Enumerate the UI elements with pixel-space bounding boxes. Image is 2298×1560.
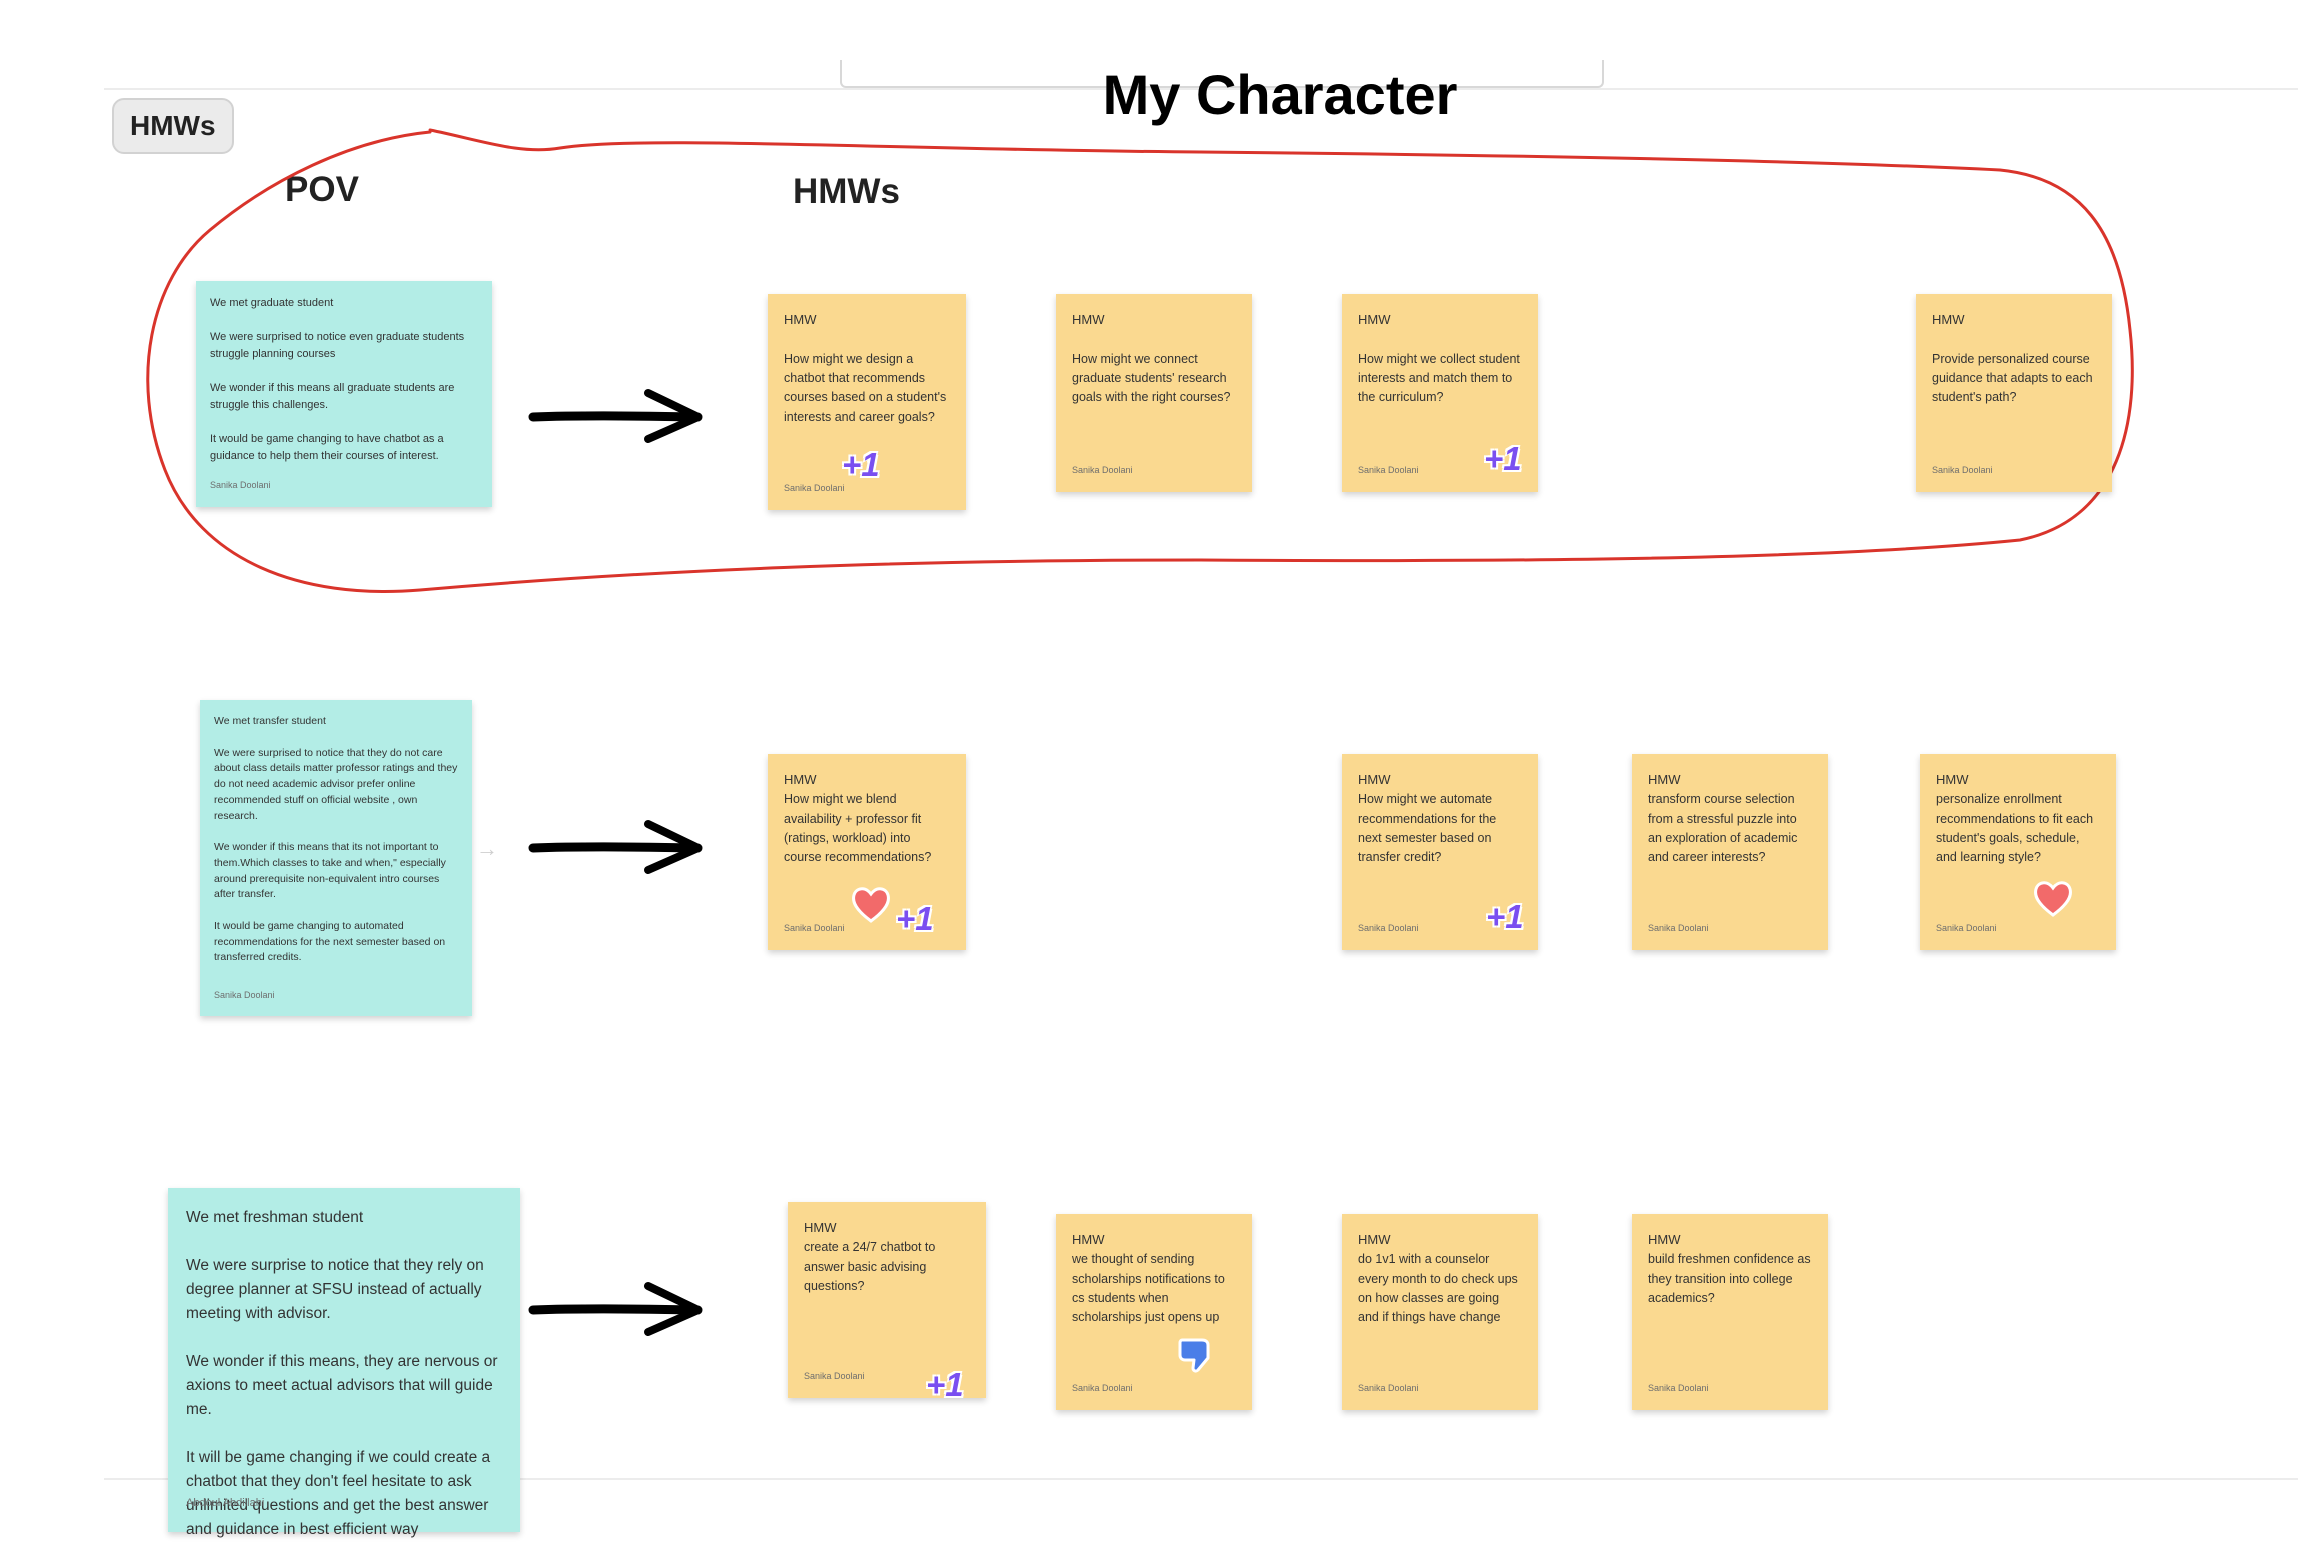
frame-top-border	[104, 88, 2298, 90]
hmw-header: HMW	[784, 772, 817, 787]
sticky-author: Sanika Doolani	[214, 989, 275, 1000]
hmw-text: personalize enrollment recommendations t…	[1936, 792, 2094, 865]
sticky-author: Sanika Doolani	[1358, 923, 1419, 934]
hmw-sticky[interactable]: HMW How might we collect student interes…	[1342, 294, 1538, 492]
arrow-right-icon	[528, 1282, 703, 1336]
sticky-author: Sanika Doolani	[1932, 465, 1993, 476]
hmw-text: How might we connect graduate students' …	[1072, 351, 1231, 405]
plus-one-vote-icon: +1	[1484, 440, 1522, 477]
sticky-author: Sanika Doolani	[1936, 923, 1997, 934]
hmw-sticky[interactable]: HMW How might we design a chatbot that r…	[768, 294, 966, 510]
hmw-header: HMW	[1936, 772, 1969, 787]
pov-text: We met graduate student We were surprise…	[210, 297, 465, 463]
hmw-header: HMW	[1648, 1232, 1681, 1247]
arrow-right-icon	[528, 820, 703, 874]
hmw-sticky[interactable]: HMW we thought of sending scholarships n…	[1056, 1214, 1252, 1410]
hmws-column-label: HMWs	[793, 172, 900, 211]
page-title: My Character	[1102, 63, 1458, 126]
hmw-text: Provide personalized course guidance tha…	[1932, 351, 2093, 405]
hmw-sticky[interactable]: HMW personalize enrollment recommendatio…	[1920, 754, 2116, 950]
hmw-header: HMW	[784, 312, 817, 327]
hmw-header: HMW	[1358, 312, 1391, 327]
sticky-author: Sanika Doolani	[1648, 1383, 1709, 1394]
hmw-text: How might we design a chatbot that recom…	[784, 351, 947, 424]
sticky-author: Sanika Doolani	[784, 483, 845, 494]
hmw-header: HMW	[1358, 772, 1391, 787]
hmw-header: HMW	[804, 1220, 837, 1235]
pov-column-label: POV	[285, 170, 359, 209]
hmw-sticky[interactable]: HMW How might we automate recommendation…	[1342, 754, 1538, 950]
hmw-text: build freshmen confidence as they transi…	[1648, 1252, 1811, 1305]
hmw-sticky[interactable]: HMW create a 24/7 chatbot to answer basi…	[788, 1202, 986, 1398]
hmw-sticky[interactable]: HMW Provide personalized course guidance…	[1916, 294, 2112, 492]
plus-one-vote-icon: +1	[1486, 898, 1524, 935]
hmw-header: HMW	[1072, 312, 1105, 327]
plus-one-vote-icon: +1	[926, 1366, 964, 1403]
sticky-author: Sanika Doolani	[210, 480, 271, 491]
hmw-sticky[interactable]: HMW How might we connect graduate studen…	[1056, 294, 1252, 492]
hmw-header: HMW	[1932, 312, 1965, 327]
hmw-sticky[interactable]: HMW build freshmen confidence as they tr…	[1632, 1214, 1828, 1410]
hmw-text: transform course selection from a stress…	[1648, 792, 1798, 865]
pov-text: We met transfer student We were surprise…	[214, 715, 458, 964]
hmw-header: HMW	[1648, 772, 1681, 787]
hmw-text: How might we automate recommendations fo…	[1358, 792, 1497, 865]
sticky-author: Abdoul Abdillahi	[186, 1496, 265, 1509]
sticky-author: Sanika Doolani	[1072, 1383, 1133, 1394]
pov-sticky-graduate[interactable]: We met graduate student We were surprise…	[196, 281, 492, 507]
hmw-header: HMW	[1072, 1232, 1105, 1247]
sticky-author: Sanika Doolani	[1358, 1383, 1419, 1394]
hmw-sticky[interactable]: HMW transform course selection from a st…	[1632, 754, 1828, 950]
sticky-author: Sanika Doolani	[784, 923, 845, 934]
sticky-author: Sanika Doolani	[804, 1371, 865, 1382]
heart-reaction-icon	[852, 887, 890, 923]
pov-text: We met freshman student We were surprise…	[186, 1209, 498, 1539]
pov-sticky-freshman[interactable]: We met freshman student We were surprise…	[168, 1188, 520, 1538]
plus-one-vote-icon: +1	[842, 446, 880, 483]
hmw-sticky[interactable]: HMW do 1v1 with a counselor every month …	[1342, 1214, 1538, 1410]
plus-one-vote-icon: +1	[896, 900, 934, 937]
hmw-text: How might we collect student interests a…	[1358, 351, 1520, 405]
connector-chevron-icon: →	[476, 836, 498, 861]
title-frame	[840, 60, 1604, 88]
sticky-author: Sanika Doolani	[1072, 465, 1133, 476]
pov-sticky-transfer[interactable]: We met transfer student We were surprise…	[200, 700, 472, 1016]
thumbs-down-reaction-icon	[1178, 1338, 1210, 1373]
hmw-header: HMW	[1358, 1232, 1391, 1247]
section-tag-hmws[interactable]: HMWs	[112, 98, 234, 154]
hmw-text: do 1v1 with a counselor every month to d…	[1358, 1252, 1518, 1325]
heart-reaction-icon	[2034, 881, 2072, 917]
arrow-right-icon	[528, 389, 703, 443]
sticky-author: Sanika Doolani	[1648, 923, 1709, 934]
sticky-author: Sanika Doolani	[1358, 465, 1419, 476]
frame-bottom-border	[104, 1478, 2298, 1480]
hmw-text: we thought of sending scholarships notif…	[1072, 1252, 1225, 1325]
hmw-text: create a 24/7 chatbot to answer basic ad…	[804, 1240, 936, 1293]
hmw-text: How might we blend availability + profes…	[784, 792, 932, 865]
